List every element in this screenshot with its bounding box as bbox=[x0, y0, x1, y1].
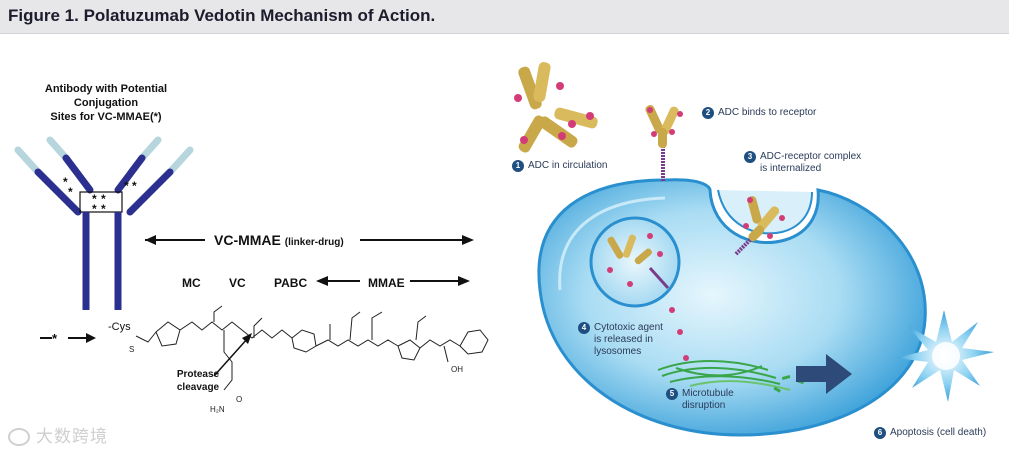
step-6-number: 6 bbox=[874, 427, 886, 439]
step-6: 6 Apoptosis (cell death) bbox=[874, 427, 986, 439]
step-1-number: 1 bbox=[512, 160, 524, 172]
antibody-caption: Antibody with Potential Conjugation Site… bbox=[20, 82, 192, 124]
step-1: 1 ADC in circulation bbox=[512, 160, 607, 172]
part-mmae: MMAE bbox=[368, 276, 405, 290]
sulfur-atom: S bbox=[129, 345, 134, 354]
vc-mmae-label: VC-MMAE (linker-drug) bbox=[214, 232, 344, 248]
figure-header: Figure 1. Polatuzumab Vedotin Mechanism … bbox=[0, 0, 1009, 34]
protease-line-2: cleavage bbox=[176, 382, 220, 393]
watermark: 大数跨境 bbox=[8, 422, 108, 447]
cell-mechanism-diagram bbox=[514, 62, 994, 437]
step-6-text: Apoptosis (cell death) bbox=[890, 427, 987, 438]
step-2-number: 2 bbox=[702, 107, 714, 119]
step-2: 2 ADC binds to receptor bbox=[702, 107, 816, 119]
adc-internalizing bbox=[734, 196, 785, 256]
microtubules bbox=[657, 360, 791, 391]
step-5-text-1: Microtubule bbox=[682, 388, 734, 399]
step-3-number: 3 bbox=[744, 151, 756, 163]
attachment-arrow: * bbox=[40, 331, 96, 346]
svg-text:*: * bbox=[92, 202, 97, 216]
step-2-text: ADC binds to receptor bbox=[718, 107, 817, 118]
protease-cleavage-arrow bbox=[213, 333, 252, 377]
watermark-logo-icon bbox=[8, 428, 30, 446]
released-payload bbox=[669, 307, 689, 361]
mmae-span-arrow bbox=[316, 276, 470, 286]
part-pabc: PABC bbox=[274, 276, 308, 290]
hydroxyl-group: OH bbox=[451, 365, 463, 374]
svg-text:*: * bbox=[92, 192, 97, 206]
cys-attachment-label: -Cys bbox=[108, 321, 131, 333]
lysosome-contents bbox=[607, 233, 670, 290]
step-1-text: ADC in circulation bbox=[528, 160, 608, 171]
antibody-left-arm bbox=[14, 136, 94, 216]
vc-mmae-span-arrow bbox=[145, 235, 474, 245]
apoptotic-cell bbox=[896, 310, 994, 402]
endocytic-pocket bbox=[717, 189, 813, 235]
lysosome bbox=[589, 216, 681, 308]
step-4-text-1: Cytotoxic agent bbox=[594, 322, 663, 333]
antibody-caption-line-1: Antibody with Potential bbox=[44, 83, 168, 95]
step-3-text-1: ADC-receptor complex bbox=[760, 151, 862, 162]
protease-line-1: Protease bbox=[176, 369, 220, 380]
antibody-diagram: * * * * * * * * * bbox=[14, 136, 489, 414]
amine-group: H₂N bbox=[210, 405, 225, 414]
antibody-right-arm bbox=[114, 136, 194, 216]
adc-bound-receptor bbox=[645, 105, 683, 182]
step-5-text-2: disruption bbox=[682, 400, 726, 411]
oxygen-atom: O bbox=[236, 395, 242, 404]
apoptosis-arrow bbox=[796, 354, 852, 394]
svg-text:*: * bbox=[63, 175, 68, 189]
conjugation-site-stars: * * * * * * * * bbox=[63, 175, 137, 216]
watermark-text: 大数跨境 bbox=[36, 427, 108, 447]
adc-in-circulation bbox=[514, 62, 598, 153]
vc-mmae-label-sub: (linker-drug) bbox=[284, 237, 344, 248]
antibody-caption-line-2: Conjugation bbox=[73, 97, 139, 109]
step-4-text-2: is released in bbox=[594, 334, 653, 345]
antibody-hinge bbox=[79, 191, 123, 213]
svg-text:*: * bbox=[52, 331, 58, 346]
step-3-text-2: is internalized bbox=[760, 163, 822, 174]
figure-title: Figure 1. Polatuzumab Vedotin Mechanism … bbox=[8, 6, 436, 25]
svg-text:*: * bbox=[101, 192, 106, 206]
part-mc: MC bbox=[182, 276, 201, 290]
protease-cleavage-label: Protease cleavage bbox=[168, 368, 228, 394]
svg-text:*: * bbox=[124, 179, 129, 193]
step-4-number: 4 bbox=[578, 322, 590, 334]
step-4-text-3: lysosomes bbox=[594, 346, 642, 357]
antibody-stem bbox=[82, 212, 122, 310]
linker-chemical-structure bbox=[135, 305, 489, 391]
svg-text:*: * bbox=[68, 185, 73, 199]
part-vc: VC bbox=[229, 276, 246, 290]
antibody-caption-line-3: Sites for VC-MMAE(*) bbox=[50, 111, 162, 123]
svg-text:*: * bbox=[132, 179, 137, 193]
vc-mmae-label-main: VC-MMAE bbox=[214, 232, 281, 248]
svg-text:*: * bbox=[101, 202, 106, 216]
step-5-number: 5 bbox=[666, 388, 678, 400]
